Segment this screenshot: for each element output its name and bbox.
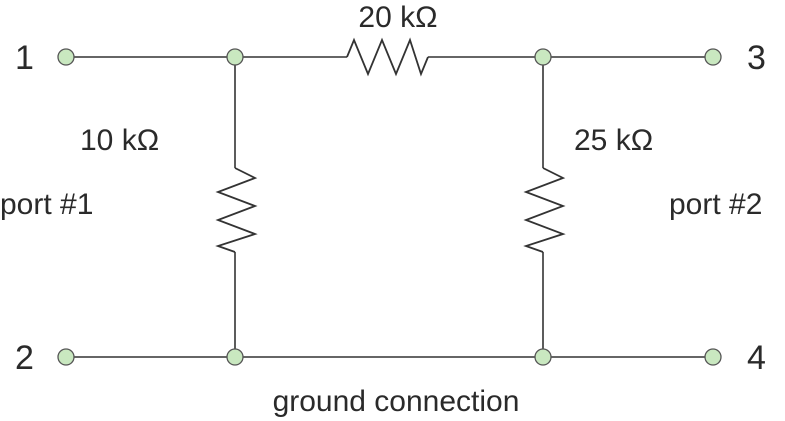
terminal-3-node <box>704 48 722 66</box>
terminal-1-label: 1 <box>15 39 34 77</box>
series-resistor <box>346 37 429 77</box>
terminal-4-label: 4 <box>747 339 766 377</box>
left-shunt-resistor-value: 10 kΩ <box>80 124 159 157</box>
wires <box>66 56 713 358</box>
port-1-label: port #1 <box>0 188 93 221</box>
series-resistor-value: 20 kΩ <box>358 1 437 34</box>
terminal-2-node <box>57 348 75 366</box>
right-shunt-resistor-value: 25 kΩ <box>574 124 653 157</box>
right-shunt-resistor <box>523 167 566 253</box>
junction-top-left-node <box>226 48 244 66</box>
junction-bottom-right-node <box>534 348 552 366</box>
terminal-2-label: 2 <box>15 339 34 377</box>
left-shunt-resistor <box>215 167 258 253</box>
ground-connection-label: ground connection <box>273 385 520 418</box>
junction-top-right-node <box>534 48 552 66</box>
port-2-label: port #2 <box>669 188 762 221</box>
terminal-1-node <box>57 48 75 66</box>
terminal-3-label: 3 <box>747 39 766 77</box>
terminal-4-node <box>704 348 722 366</box>
junction-bottom-left-node <box>226 348 244 366</box>
nodes <box>57 48 722 366</box>
